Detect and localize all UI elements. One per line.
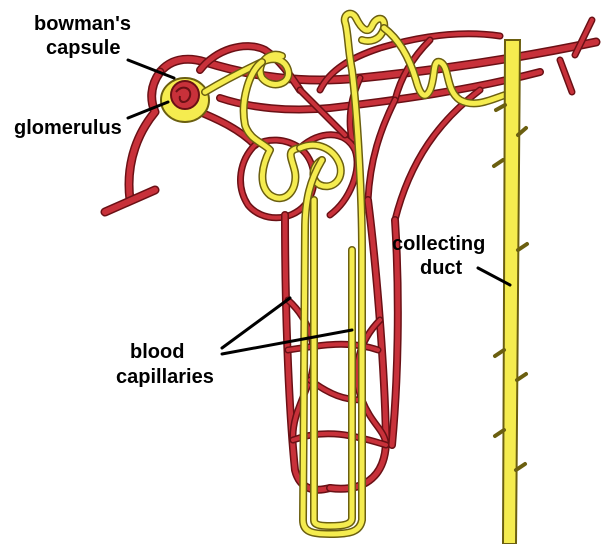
label-bowmans-capsule-line2: capsule xyxy=(46,37,120,59)
label-collecting-duct-line2: duct xyxy=(420,257,463,279)
label-bowmans-capsule-line1: bowman's xyxy=(34,13,131,35)
label-collecting-duct-line1: collecting xyxy=(392,233,485,255)
glomerulus-shape xyxy=(171,81,199,109)
label-glomerulus: glomerulus xyxy=(14,117,122,139)
label-blood-capillaries-line1: blood xyxy=(130,341,184,363)
label-blood-capillaries-line2: capillaries xyxy=(116,366,214,388)
